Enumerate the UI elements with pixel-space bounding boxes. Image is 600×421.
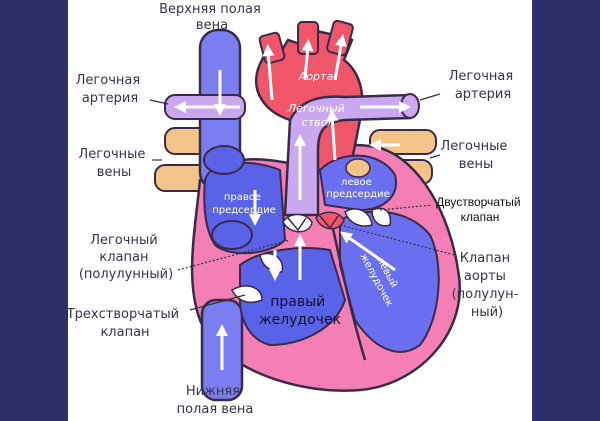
label-pulm-valve-line2: клапан	[99, 250, 148, 265]
label-pv-right-line1: Легочные	[440, 139, 507, 154]
pulmonary-valve	[282, 213, 313, 233]
label-pulm-trunk-line1: Легочный	[287, 102, 345, 115]
label-right-ventricle-line2: желудочек	[259, 312, 341, 328]
label-left-atrium: левое предсердие	[326, 177, 390, 200]
label-pv-left-line2: вены	[97, 165, 131, 180]
label-ivc-line1: Нижняя	[186, 384, 240, 399]
label-pulm-valve-line3: (полулунный)	[79, 267, 173, 282]
label-tricuspid-line1: Трехстворчатый	[66, 307, 179, 322]
label-svc: Верхняя полая вена	[159, 2, 265, 33]
label-aortic-valve-line3: (полулун-	[452, 287, 519, 302]
label-pulm-trunk-line2: ствол	[302, 116, 335, 129]
leader-lines	[149, 93, 456, 311]
left-atrium	[318, 154, 397, 212]
label-pv-left: Легочные вены	[78, 147, 149, 180]
label-tricuspid-line2: клапан	[100, 325, 149, 340]
pulmonary-vein-opening	[345, 158, 371, 178]
label-pulm-valve-line1: Легочный	[90, 233, 157, 248]
label-right-ventricle-line1: правый	[270, 294, 325, 310]
mitral-valve	[344, 207, 392, 227]
label-ivc: Нижняя полая вена	[177, 384, 254, 417]
label-pa-right: Легочная артерия	[449, 69, 518, 102]
label-mitral-line2: клапан	[461, 210, 500, 224]
tricuspid-valve	[231, 252, 284, 303]
label-pulm-valve: Легочный клапан (полулунный)	[79, 233, 173, 282]
septum	[328, 214, 367, 361]
label-aortic-valve-line2: аорты	[464, 269, 506, 284]
label-pa-right-line2: артерия	[455, 87, 511, 102]
label-right-atrium-line2: предсердие	[212, 205, 276, 216]
label-pulm-trunk: Легочный ствол	[287, 102, 349, 129]
label-right-atrium-line1: правое	[224, 192, 261, 203]
label-aorta: Аорта	[298, 70, 334, 83]
label-svc-line2: вена	[196, 18, 228, 33]
label-pa-right-line1: Легочная	[449, 69, 514, 84]
right-ventricle	[239, 247, 347, 347]
label-pv-right: Легочные вены	[440, 139, 511, 172]
label-pa-left-line2: артерия	[82, 91, 138, 106]
label-left-atrium-line2: предсердие	[326, 189, 390, 200]
label-right-ventricle: правый желудочек	[259, 294, 341, 328]
label-aortic-valve-line4: ный)	[471, 305, 503, 320]
label-pv-left-line1: Легочные	[78, 147, 145, 162]
label-aortic-valve: Клапан аорты (полулун- ный)	[452, 251, 523, 320]
label-pv-right-line2: вены	[459, 157, 493, 172]
svc-opening	[203, 145, 245, 175]
aortic-valve	[315, 211, 345, 230]
flow-arrows	[174, 34, 411, 370]
left-ventricle	[339, 210, 440, 353]
label-left-atrium-line1: левое	[341, 177, 372, 188]
label-mitral: Двустворчатый клапан	[436, 195, 524, 224]
ivc-opening	[211, 220, 253, 250]
label-pa-left-line1: Легочная	[76, 73, 141, 88]
label-aortic-valve-line1: Клапан	[460, 251, 510, 266]
label-svc-line1: Верхняя полая	[159, 2, 261, 17]
label-pa-left: Легочная артерия	[76, 73, 145, 106]
label-ivc-line2: полая вена	[177, 402, 254, 417]
label-tricuspid: Трехстворчатый клапан	[66, 307, 184, 340]
label-mitral-line1: Двустворчатый	[436, 195, 520, 209]
label-right-atrium: правое предсердие	[212, 192, 276, 216]
